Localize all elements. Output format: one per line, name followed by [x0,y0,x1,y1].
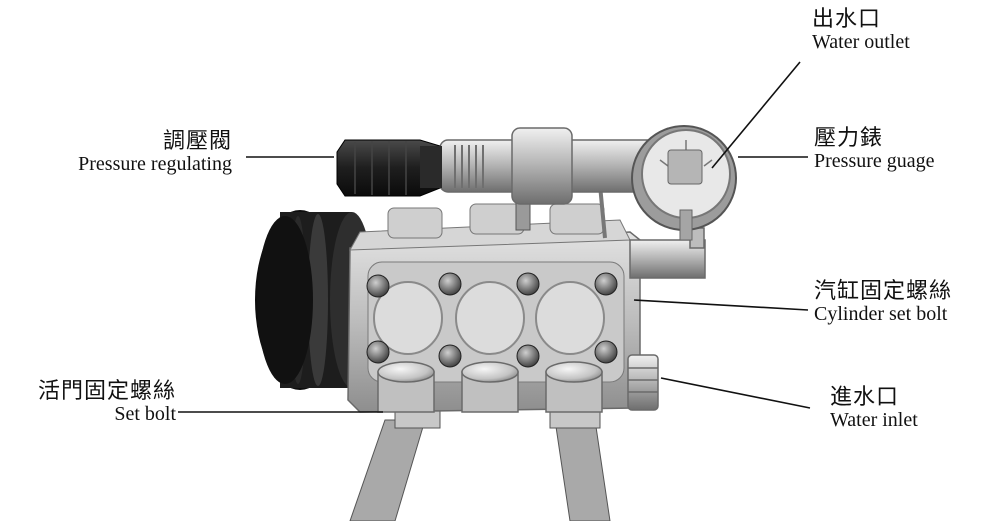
cylinder-bolts [366,272,618,368]
cylinder-set-bolt-en: Cylinder set bolt [814,303,948,326]
water-inlet-fitting [627,354,659,411]
label-cylinder-set-bolt: 汽缸固定螺絲 Cylinder set bolt [814,278,952,326]
label-water-inlet: 進水口 Water inlet [830,384,918,432]
label-pressure-gauge: 壓力錶 Pressure guage [814,125,935,173]
label-set-bolt: 活門固定螺絲 Set bolt [6,378,176,426]
cylinder-set-bolt-zh: 汽缸固定螺絲 [814,278,953,303]
pressure-gauge-zh: 壓力錶 [814,125,884,150]
pressure-regulating-zh: 調壓閥 [162,128,232,153]
outlet-elbow [629,227,706,279]
set-bolt-zh: 活門固定螺絲 [37,378,176,403]
leader-cylinder-set-bolt [633,299,809,311]
set-bolt-en: Set bolt [114,403,176,426]
pressure-gauge [631,125,737,241]
valve-caps [377,361,603,413]
leader-lines [178,61,811,413]
pressure-gauge-en: Pressure guage [814,150,935,173]
water-outlet-en: Water outlet [812,31,910,54]
stand-bracket [349,409,611,521]
regulator-assembly [336,127,666,239]
water-outlet-zh: 出水口 [812,6,882,31]
leader-water-inlet [660,377,811,409]
water-inlet-en: Water inlet [830,409,918,432]
water-inlet-zh: 進水口 [830,384,900,409]
label-water-outlet: 出水口 Water outlet [812,6,910,54]
leader-water-outlet [711,61,801,169]
label-pressure-regulating: 調壓閥 Pressure regulating [20,128,232,176]
pressure-regulating-en: Pressure regulating [78,153,232,176]
